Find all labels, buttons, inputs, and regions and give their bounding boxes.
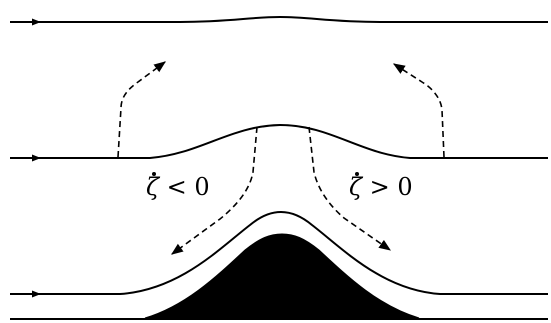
relation-left: < 0 bbox=[167, 173, 210, 201]
vorticity-tendency-positive-label: ζ > 0 bbox=[349, 175, 413, 199]
top-streamline bbox=[10, 17, 548, 22]
zeta-symbol-right: ζ bbox=[349, 175, 362, 199]
zeta-symbol-left: ζ bbox=[146, 175, 159, 199]
mountain bbox=[145, 234, 419, 318]
dashed-arrow-upper-left bbox=[118, 62, 165, 157]
relation-right: > 0 bbox=[370, 173, 413, 201]
vorticity-tendency-negative-label: ζ < 0 bbox=[146, 175, 210, 199]
middle-streamline bbox=[10, 125, 548, 158]
dashed-arrow-upper-right bbox=[394, 64, 444, 157]
